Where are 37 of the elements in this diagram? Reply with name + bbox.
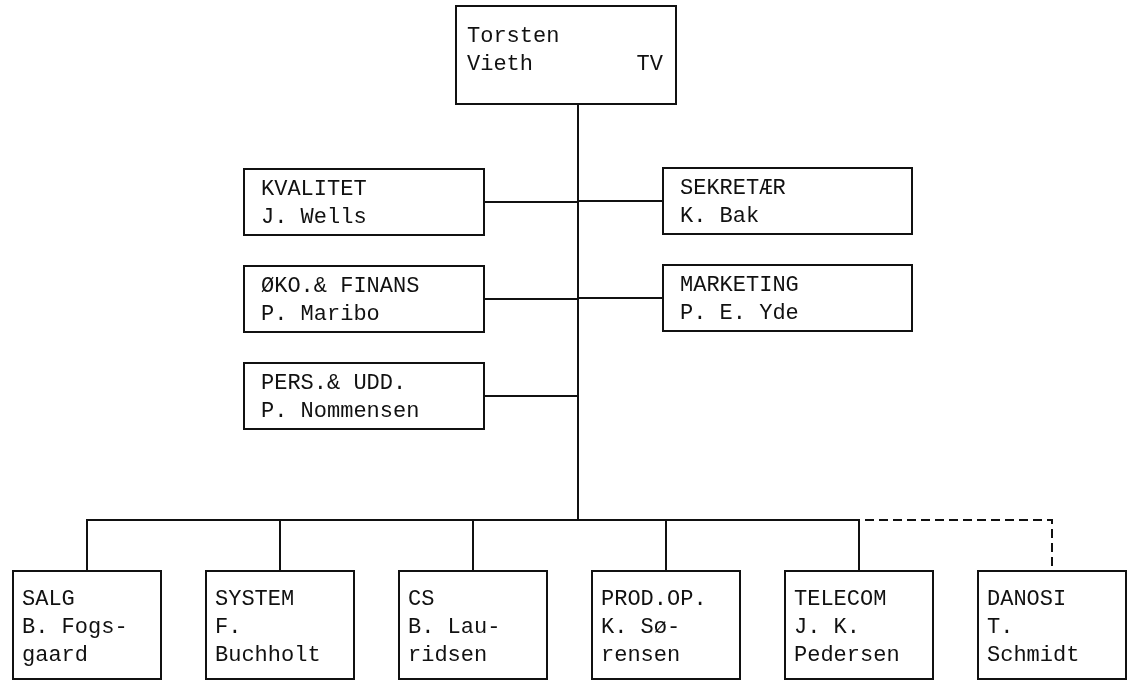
org-box	[398, 570, 548, 680]
person-name: J. K. Pedersen	[794, 614, 901, 670]
person-name: T. Schmidt	[987, 614, 1081, 670]
org-box	[243, 362, 485, 430]
person-name: F. Buchholt	[215, 614, 322, 670]
initials: TV	[636, 51, 663, 79]
unit-title: SALG	[22, 586, 76, 614]
person-name: B. Lau- ridsen	[408, 614, 502, 670]
person-name: P. Nommensen	[261, 398, 420, 426]
org-box	[243, 168, 485, 236]
person-name: K. Bak	[680, 203, 760, 231]
unit-title: PROD.OP.	[601, 586, 708, 614]
person-name: K. Sø- rensen	[601, 614, 682, 670]
org-box	[662, 264, 913, 332]
unit-title: SYSTEM	[215, 586, 296, 614]
unit-title: DANOSI	[987, 586, 1068, 614]
org-box	[784, 570, 934, 680]
unit-title: MARKETING	[680, 272, 799, 300]
unit-title: SEKRETÆR	[680, 175, 786, 203]
unit-title: ØKO.& FINANS	[261, 273, 420, 301]
org-box	[205, 570, 355, 680]
person-name: J. Wells	[261, 204, 367, 232]
person-name: P. E. Yde	[680, 300, 799, 328]
org-box	[12, 570, 162, 680]
dashed-connector	[858, 519, 1053, 571]
person-name: B. Fogs- gaard	[22, 614, 129, 670]
unit-title: Torsten Vieth	[467, 23, 561, 79]
person-name: P. Maribo	[261, 301, 380, 329]
org-box	[977, 570, 1127, 680]
unit-title: TELECOM	[794, 586, 888, 614]
org-box	[591, 570, 741, 680]
org-box	[455, 5, 677, 105]
org-box	[243, 265, 485, 333]
unit-title: PERS.& UDD.	[261, 370, 407, 398]
unit-title: KVALITET	[261, 176, 367, 204]
org-box	[662, 167, 913, 235]
unit-title: CS	[408, 586, 436, 614]
